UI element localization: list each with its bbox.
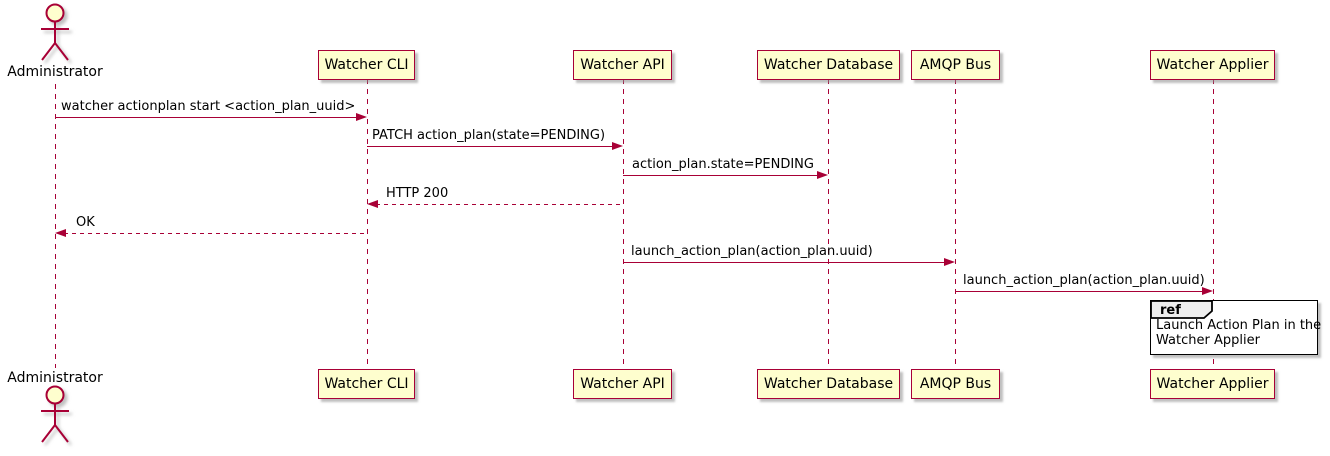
participant-watcher-applier-bottom-box: Watcher Applier — [1150, 369, 1275, 399]
message-7-arrowhead-icon — [1202, 287, 1213, 296]
participant-watcher-cli-bottom-box: Watcher CLI — [318, 369, 415, 399]
ref-fragment-tab: ref — [1149, 299, 1213, 323]
message-5-arrowhead-icon — [55, 229, 66, 238]
participant-watcher-applier-top-box: Watcher Applier — [1150, 50, 1275, 80]
message-5-label: OK — [76, 215, 95, 230]
message-3-label: action_plan.state=PENDING — [632, 157, 814, 172]
message-3-arrowhead-icon — [817, 171, 828, 180]
svg-text:ref: ref — [1160, 303, 1181, 318]
message-6-line — [623, 262, 946, 264]
actor-administrator-bottom-label: Administrator — [7, 370, 103, 386]
participant-watcher-cli-lifeline — [366, 79, 368, 370]
participant-watcher-api-lifeline — [622, 79, 624, 370]
participant-watcher-api-bottom-box: Watcher API — [573, 369, 672, 399]
participant-amqp-bus-bottom-box: AMQP Bus — [911, 369, 1000, 399]
message-1-label: watcher actionplan start <action_plan_uu… — [61, 99, 356, 114]
actor-administrator-top-icon — [33, 2, 77, 64]
participant-watcher-database-top-box: Watcher Database — [757, 50, 900, 80]
participant-watcher-api-top-box: Watcher API — [573, 50, 672, 80]
message-6-label: launch_action_plan(action_plan.uuid) — [631, 244, 873, 259]
message-6-arrowhead-icon — [944, 258, 955, 267]
message-7-line — [955, 291, 1204, 293]
actor-administrator-lifeline — [54, 84, 56, 368]
participant-amqp-bus-lifeline — [954, 79, 956, 370]
message-3-line — [623, 175, 819, 177]
message-2-line — [367, 146, 614, 148]
participant-watcher-cli-top-box: Watcher CLI — [318, 50, 415, 80]
actor-administrator-bottom-icon — [33, 384, 77, 446]
actor-administrator-top-label: Administrator — [7, 64, 103, 80]
message-7-label: launch_action_plan(action_plan.uuid) — [963, 273, 1205, 288]
participant-amqp-bus-top-box: AMQP Bus — [911, 50, 1000, 80]
message-2-label: PATCH action_plan(state=PENDING) — [372, 128, 606, 143]
message-2-arrowhead-icon — [612, 142, 623, 151]
message-1-arrowhead-icon — [356, 113, 367, 122]
message-4-arrowhead-icon — [367, 200, 378, 209]
message-4-line — [376, 204, 623, 206]
participant-watcher-applier-lifeline — [1212, 79, 1214, 370]
message-4-label: HTTP 200 — [386, 186, 449, 201]
message-5-line — [64, 233, 367, 235]
participant-watcher-database-lifeline — [827, 79, 829, 370]
participant-watcher-database-bottom-box: Watcher Database — [757, 369, 900, 399]
message-1-line — [55, 117, 358, 119]
